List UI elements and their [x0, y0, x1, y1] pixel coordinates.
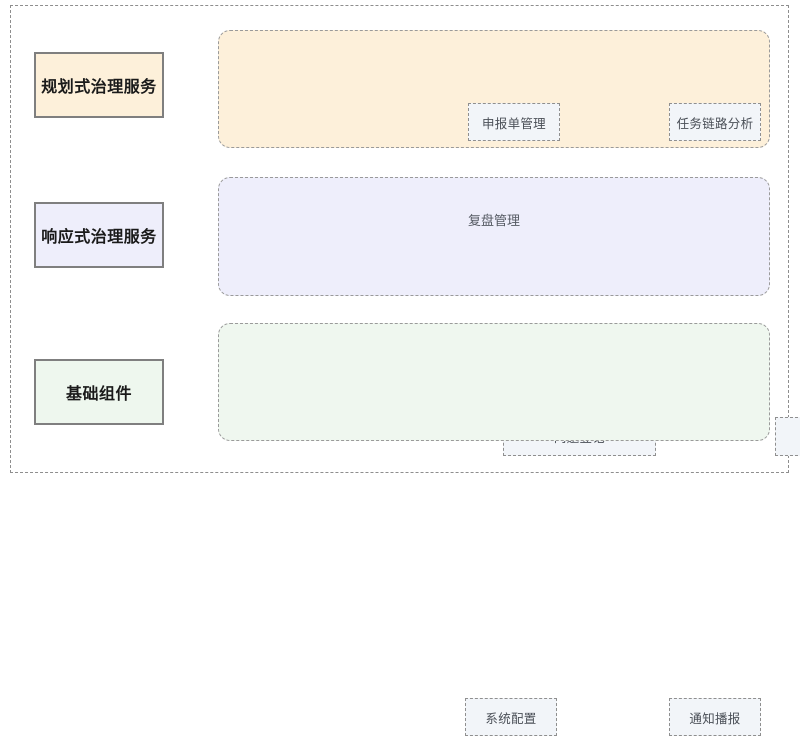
- group-panel-responsive-governance-services: 复盘管理 问题登记 事故管理: [218, 177, 800, 456]
- item-chip-notification-broadcast[interactable]: 通知播报: [669, 698, 761, 736]
- architecture-diagram: 规划式治理服务 申报单管理 任务链路分析 系统保障监控 响应式治理服务 复盘管理…: [10, 5, 800, 736]
- item-chip-label: 申报单管理: [481, 116, 546, 131]
- category-label-responsive-governance-services[interactable]: 响应式治理服务: [34, 202, 164, 268]
- outer-dashed-frame: [10, 5, 789, 473]
- item-chip-label: 任务链路分析: [676, 116, 754, 131]
- item-chip-system-configuration[interactable]: 系统配置: [465, 698, 557, 736]
- category-label-text: 响应式治理服务: [41, 229, 157, 246]
- category-label-text: 基础组件: [65, 386, 132, 403]
- item-chip-task-chain-analysis[interactable]: 任务链路分析: [669, 103, 761, 141]
- category-label-foundation-components[interactable]: 基础组件: [34, 359, 164, 425]
- category-label-planned-governance-services[interactable]: 规划式治理服务: [34, 52, 164, 118]
- group-panel-title-review-management: 复盘管理: [467, 213, 520, 228]
- item-chip-incident-management[interactable]: 事故管理: [775, 417, 800, 456]
- group-panel-foundation-components: 系统配置 通知播报 大盘展板: [218, 323, 770, 736]
- group-panel-planned-governance-services: 申报单管理 任务链路分析 系统保障监控: [218, 30, 770, 148]
- item-chip-label: 通知播报: [689, 711, 741, 726]
- item-chip-declaration-form-management[interactable]: 申报单管理: [468, 103, 560, 141]
- item-chip-label: 系统配置: [485, 711, 537, 726]
- category-label-text: 规划式治理服务: [41, 79, 157, 96]
